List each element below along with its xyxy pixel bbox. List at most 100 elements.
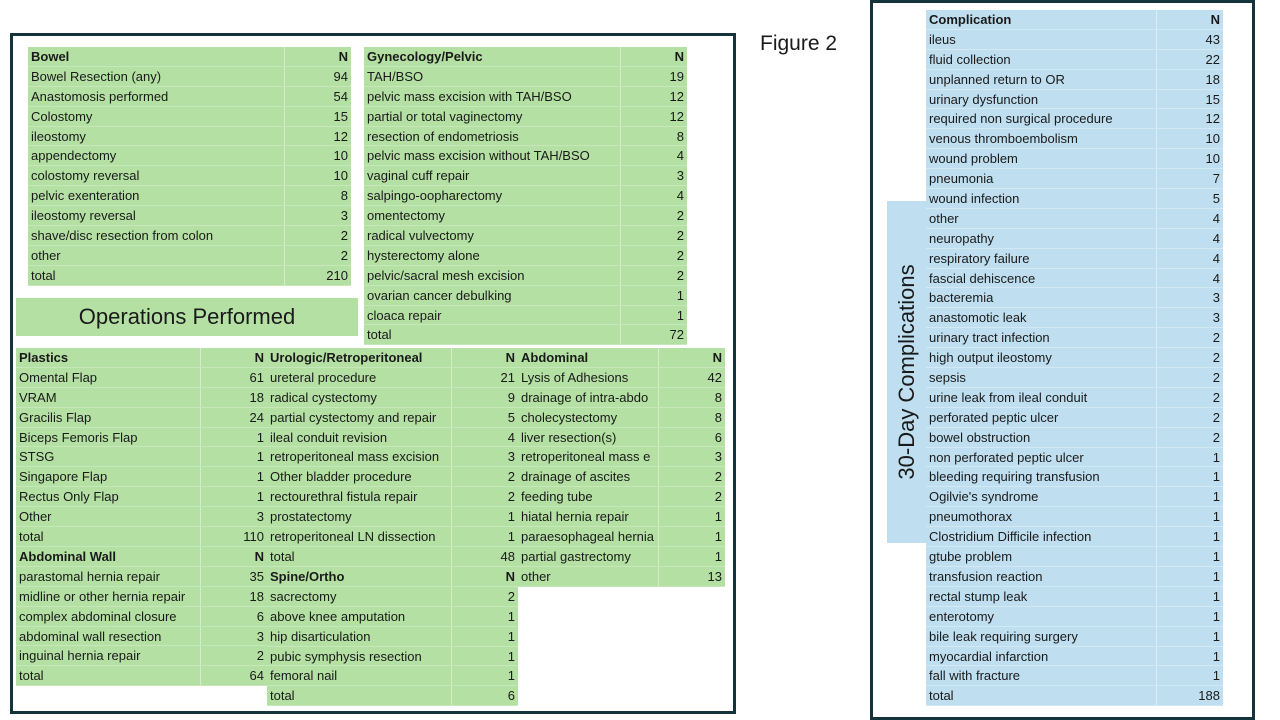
cell-value: 48 (500, 548, 515, 564)
cell-label: pneumothorax (926, 507, 1157, 527)
cell-value: N (254, 549, 264, 564)
cell-label: hiatal hernia repair (518, 507, 659, 527)
cell-label: total (926, 686, 1157, 706)
cell-value: 3 (1212, 290, 1220, 306)
cell-label: transfusion reaction (926, 566, 1157, 586)
cell-label: Anastomosis performed (28, 86, 285, 106)
cell-value: N (505, 350, 515, 365)
cell-value: 18 (249, 588, 264, 604)
cell-value: 43 (1205, 31, 1220, 47)
cell-value: 210 (326, 267, 348, 283)
cell-label: bleeding requiring transfusion (926, 467, 1157, 487)
cell-label: Gynecology/Pelvic (364, 47, 621, 66)
cell-label: drainage of intra-abdo (518, 387, 659, 407)
cell-label: pneumonia (926, 169, 1157, 189)
cell-value: 15 (333, 108, 348, 124)
cell-value: 2 (1212, 330, 1220, 346)
cell-value: 1 (714, 529, 722, 545)
cell-value: 12 (1205, 111, 1220, 127)
complications-title-banner: 30-Day Complications (887, 201, 927, 543)
table-row: Colostomy 15 (28, 106, 351, 127)
cell-value: 2 (507, 588, 515, 604)
cell-label: urinary tract infection (926, 328, 1157, 348)
cell-label: Other (16, 507, 201, 527)
cell-label: femoral nail (267, 666, 452, 686)
cell-value: N (254, 350, 264, 365)
cell-label: total (267, 686, 452, 706)
cell-value: 5 (1212, 191, 1220, 207)
cell-label: Singapore Flap (16, 467, 201, 487)
cell-value: 1 (1212, 549, 1220, 565)
cell-value: 1 (1212, 648, 1220, 664)
cell-label: Colostomy (28, 106, 285, 126)
cell-label: ileostomy (28, 126, 285, 146)
cell-value: 3 (507, 449, 515, 465)
cell-value: 72 (669, 327, 684, 343)
cell-value: 10 (1205, 151, 1220, 167)
cell-label: ileal conduit revision (267, 427, 452, 447)
cell-value: 4 (507, 429, 515, 445)
cell-value: 1 (676, 307, 684, 323)
cell-value: 3 (714, 449, 722, 465)
cell-label: appendectomy (28, 146, 285, 166)
cell-label: hip disarticulation (267, 626, 452, 646)
cell-label: neuropathy (926, 228, 1157, 248)
cell-value: 3 (256, 509, 264, 525)
cell-value: 1 (1212, 568, 1220, 584)
cell-label: liver resection(s) (518, 427, 659, 447)
cell-label: Bowel Resection (any) (28, 66, 285, 86)
cell-value: 54 (333, 88, 348, 104)
cell-value: 10 (333, 148, 348, 164)
cell-value: 94 (333, 68, 348, 84)
cell-label: cholecystectomy (518, 407, 659, 427)
cell-label: total (267, 546, 452, 566)
cell-label: Urologic/Retroperitoneal (267, 348, 452, 367)
cell-label: radical cystectomy (267, 387, 452, 407)
cell-value: 2 (340, 247, 348, 263)
table-row: sacrectomy 2 (267, 586, 518, 607)
cell-value: 1 (1212, 588, 1220, 604)
cell-label: complex abdominal closure (16, 606, 201, 626)
cell-value: 5 (507, 409, 515, 425)
cell-label: feeding tube (518, 487, 659, 507)
cell-value: 2 (507, 469, 515, 485)
cell-value: 6 (507, 688, 515, 704)
cell-label: sacrectomy (267, 586, 452, 606)
banner-title: Operations Performed (78, 304, 296, 329)
